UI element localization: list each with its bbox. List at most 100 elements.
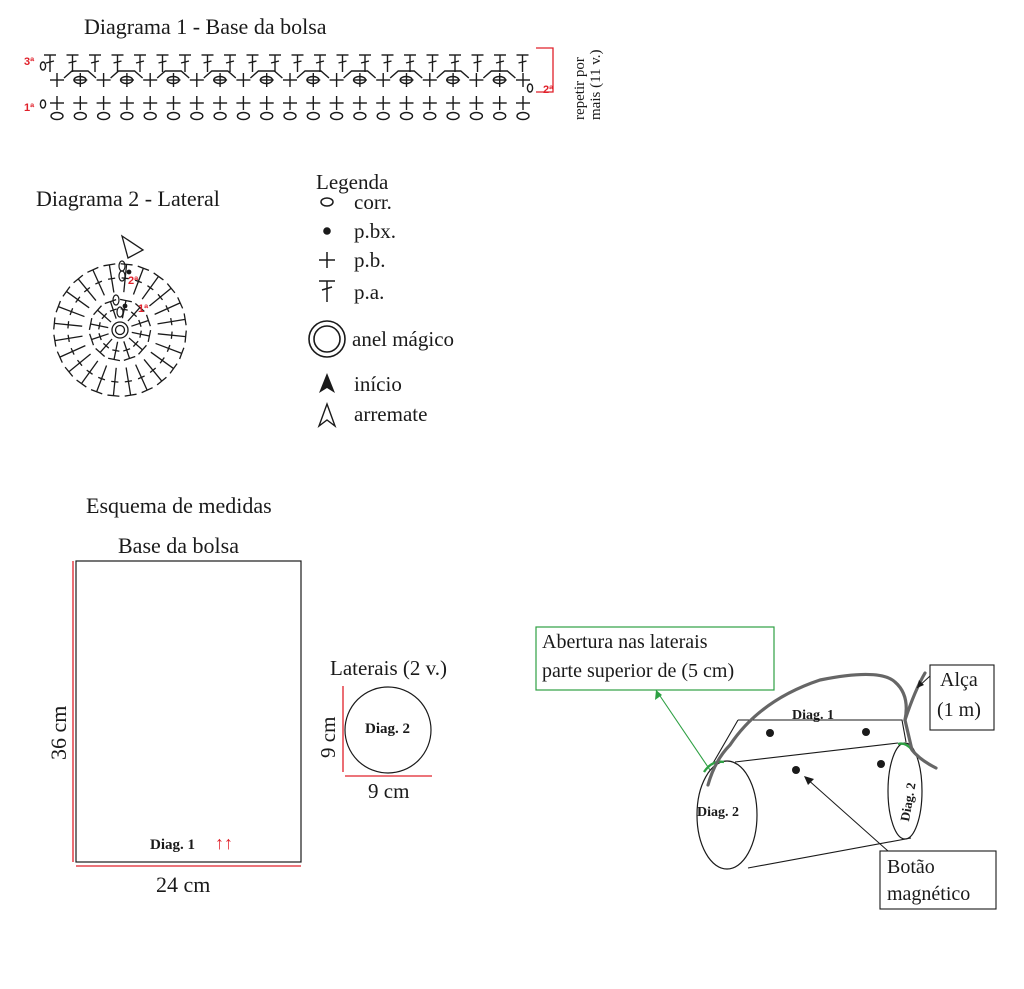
round-1-stitch [147,329,152,342]
double-crochet-stitch [360,60,370,64]
round-2-stitch [165,305,170,313]
double-crochet-stitch [135,60,145,64]
opening-label-line2: parte superior de (5 cm) [542,660,735,682]
base-rectangle [75,560,302,863]
handle-label-box [929,664,995,731]
round-2-stitch [111,380,119,383]
start-arrow-icon [319,373,335,393]
slip-stitch-icon [323,227,331,235]
chain-stitch [423,111,437,121]
chain-stitch [39,99,47,109]
diagram2-title: Diagrama 2 - Lateral [36,186,220,211]
bag-left-label: Diag. 2 [697,805,739,820]
magnet-dot [766,729,774,737]
chain-stitch [329,111,344,121]
legend-label-magic-ring: anel mágico [352,327,455,351]
round-2-stitch [53,317,56,330]
base-arrows: ↑↑ [215,833,233,853]
round-1-stitch [145,314,151,327]
round-2-stitch [184,330,187,343]
round-1-stitch [132,340,139,348]
chain-stitch [143,111,157,121]
right-side-ellipse [887,742,923,840]
fasten-off-arrow-icon [120,234,145,259]
chain-stitch [306,111,320,121]
handle-label-line2: (1 m) [937,699,981,721]
handle-label-line1: Alça [940,669,978,691]
round-1-stitch [108,357,121,362]
round-2-stitch [90,388,103,395]
round-2-stitch [170,331,173,339]
legend-label-start: início [354,372,402,396]
legend-label-double-crochet: p.a. [354,280,385,304]
double-crochet-stitch [428,60,437,64]
round-2-stitch [86,369,93,375]
legend-label-slip-stitch: p.bx. [354,219,396,243]
round-2-stitch [120,263,133,266]
row-2-label: 2ª [543,84,554,96]
diagram2-row-2-label: 2ª [128,275,139,287]
base-diag-label: Diag. 1 [150,837,195,853]
chain-stitch [516,111,530,121]
chain-stitch [526,83,534,93]
round-2-stitch [97,376,106,381]
double-crochet-stitch [338,60,347,64]
round-1-stitch [89,333,95,346]
round-1-stitch [102,342,110,349]
round-2-stitch [56,351,63,363]
round-2-stitch [178,347,185,360]
chain-stitch [469,111,484,121]
round-1-stitch [88,318,93,331]
chain-stitch [50,111,64,121]
round-2-stitch [141,387,153,394]
round-2-stitch [64,366,74,377]
bag-top-label: Diag. 1 [792,708,834,723]
round-2-stitch [137,265,150,272]
legend-label-single-crochet: p.b. [354,248,386,272]
round-2-stitch [75,296,81,303]
round-2-stitch [149,367,157,374]
button-label-box [879,850,997,910]
round-2-stitch [53,334,57,347]
chain-stitch [352,75,367,85]
diagram1-title: Diagrama 1 - Base da bolsa [84,14,327,39]
round-2-stitch [73,274,84,284]
chain-stitch [166,75,180,85]
chain-loop [249,70,283,79]
round-2-stitch [147,285,154,291]
opening-pointer [655,689,711,771]
round-2-stitch [170,317,173,326]
round-1-stitch [93,305,102,316]
round-2-stitch [156,376,167,386]
chain-loop [110,70,144,79]
button-label-line2: magnético [887,883,971,905]
double-crochet-stitch [405,60,415,64]
bag-handle [706,672,938,787]
double-crochet-stitch [450,60,460,64]
chain-loop [63,70,97,79]
round-2-stitch [134,279,143,284]
legend-label-fasten-off: arremate [354,402,428,426]
opening-label-box [535,626,775,691]
chain-stitch [493,111,507,121]
measures-title: Esquema de medidas [86,493,272,518]
legend-title: Legenda [316,170,389,194]
magnet-dot [792,766,800,774]
chain-stitch [120,111,134,121]
round-2-stitch [76,359,83,367]
round-2-stitch [95,280,103,285]
round-1-stitch [139,330,142,338]
chain-stitch [446,75,460,85]
round-2-stitch [87,266,99,273]
double-crochet-stitch [158,60,167,64]
diagram2-row-1-label: 1ª [138,303,149,315]
round-2-stitch [67,321,70,329]
round-1-stitch [98,333,102,341]
chain-stitch [260,111,274,121]
round-2-stitch [183,313,187,326]
round-2-stitch [124,380,133,383]
